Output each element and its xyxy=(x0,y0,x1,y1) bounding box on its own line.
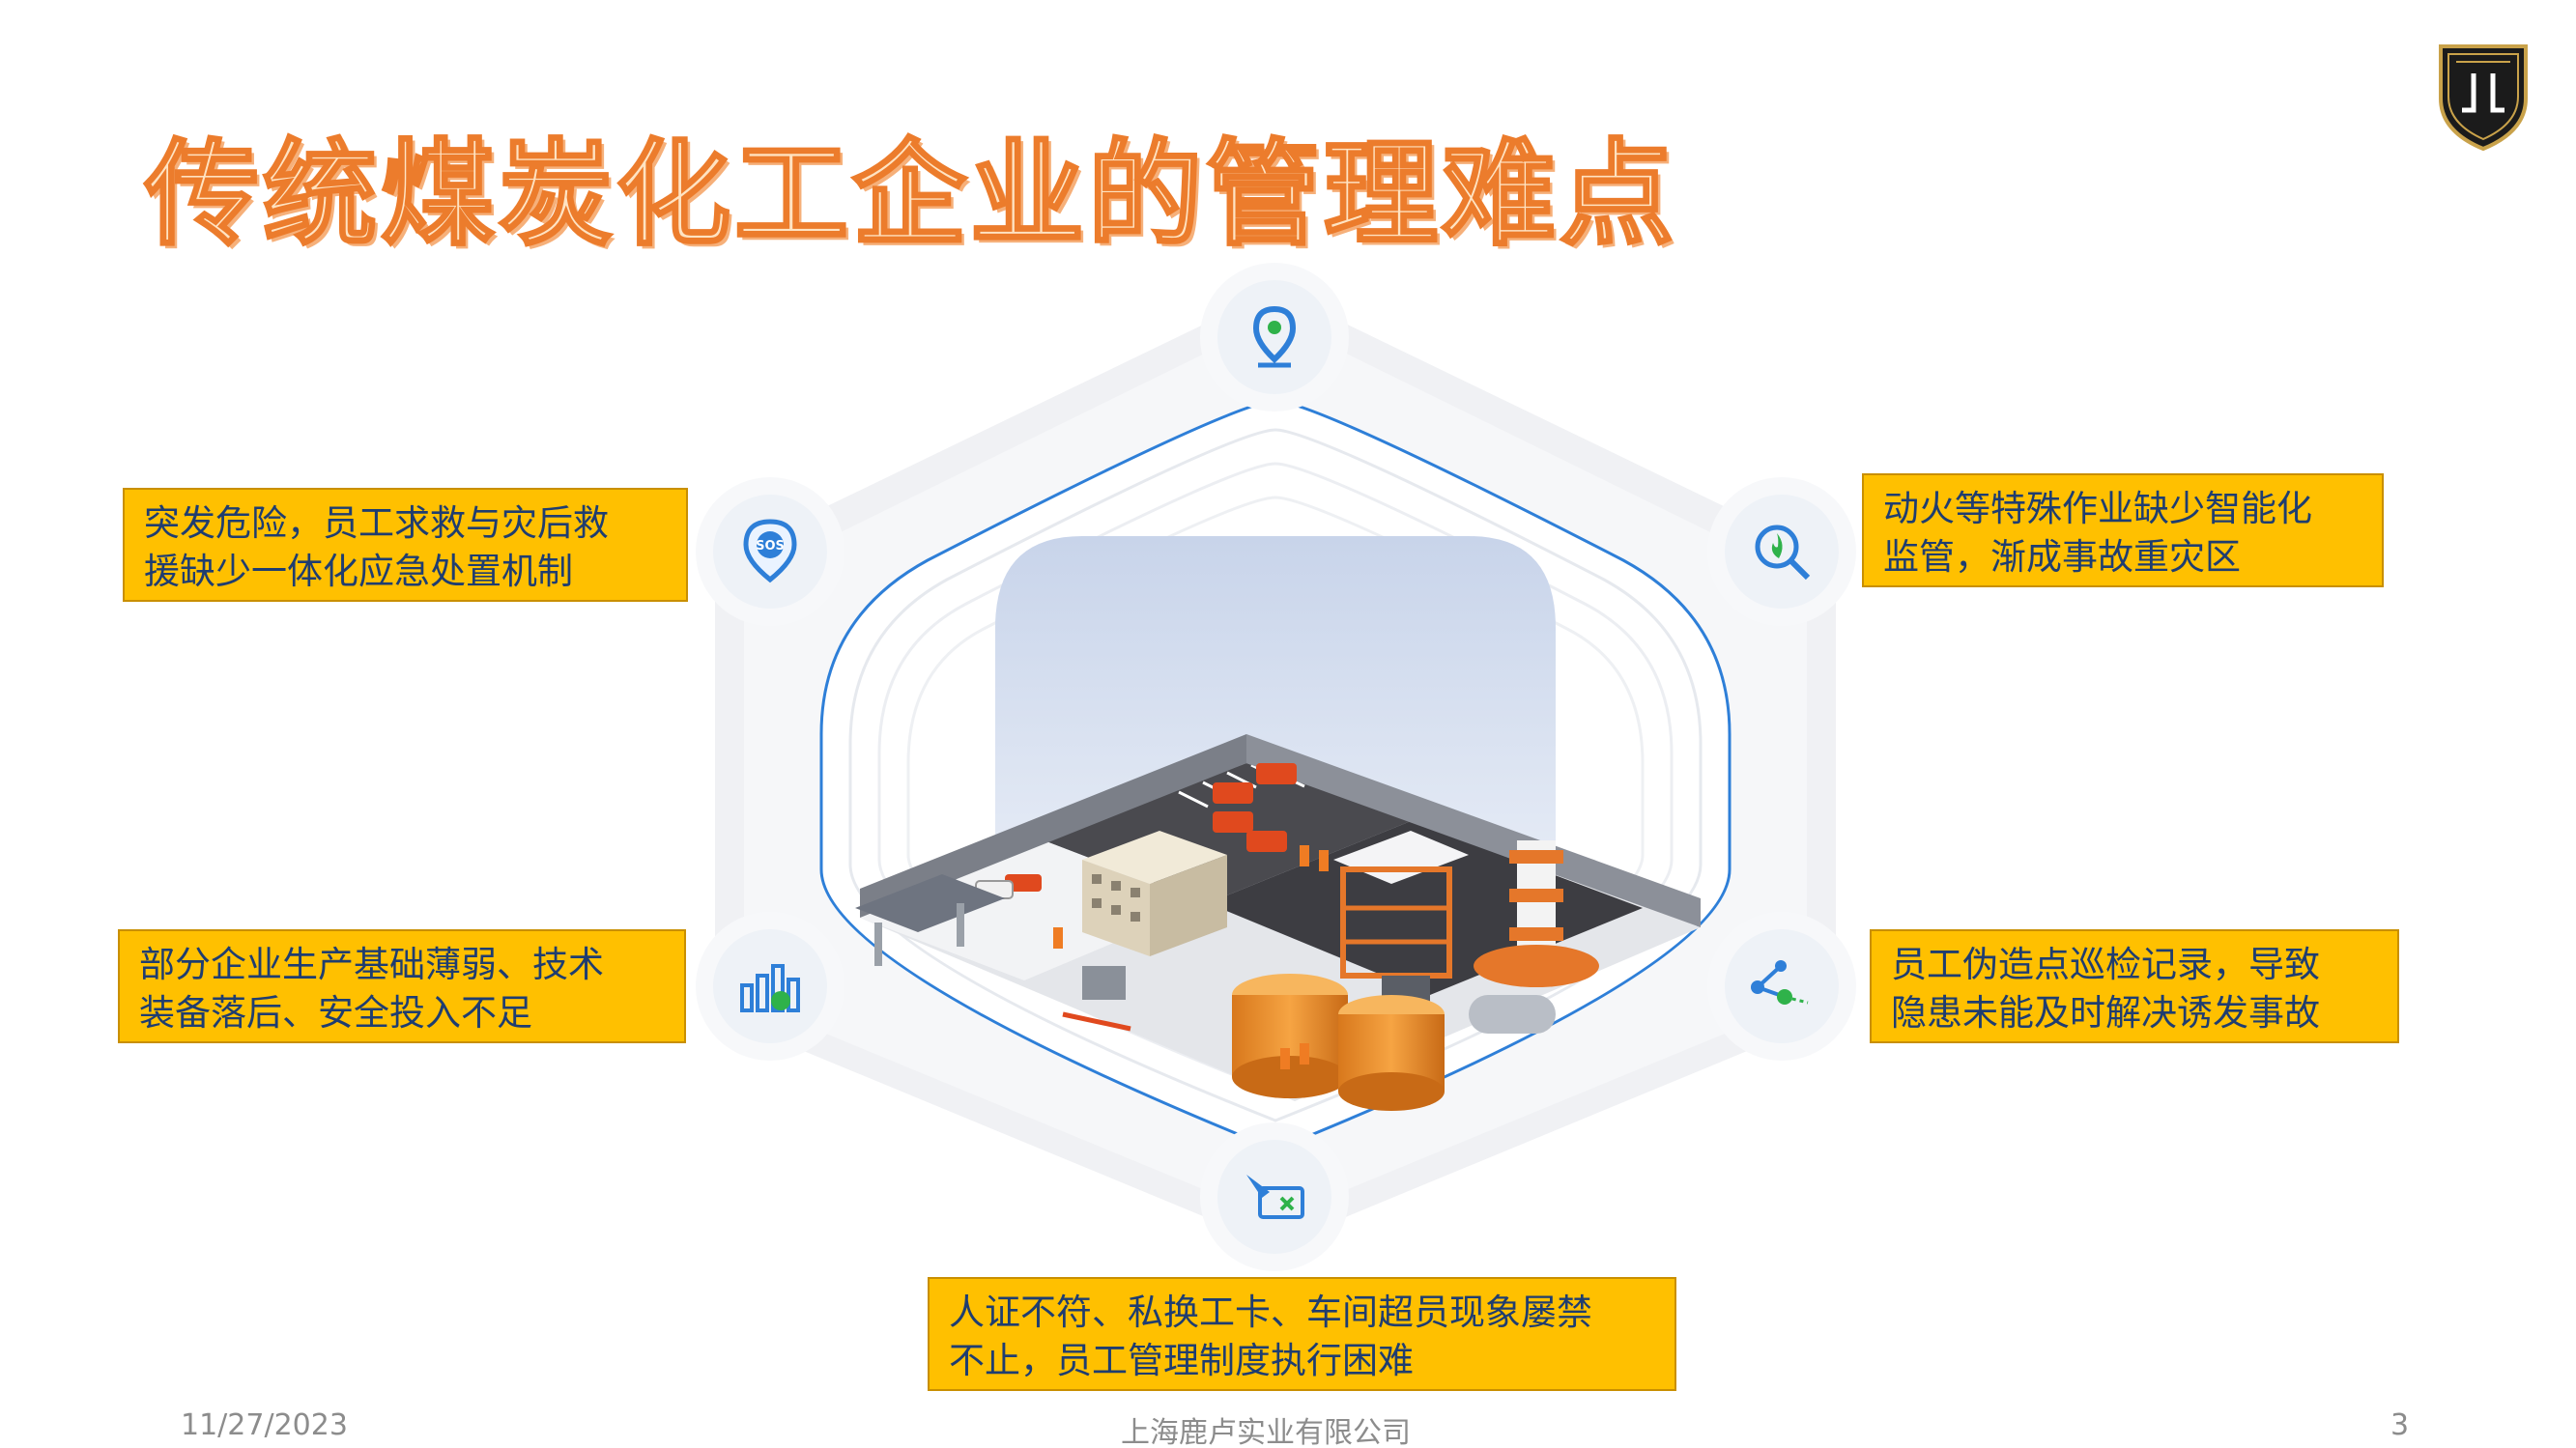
callout-weak-foundation: 部分企业生产基础薄弱、技术 装备落后、安全投入不足 xyxy=(118,929,686,1043)
callout-line: 突发危险，员工求救与灾后救 xyxy=(144,502,609,544)
callout-line: 人证不符、私换工卡、车间超员现象屡禁 xyxy=(949,1292,1592,1333)
callout-emergency-response: 突发危险，员工求救与灾后救 援缺少一体化应急处置机制 xyxy=(123,488,688,602)
callout-line: 员工伪造点巡检记录，导致 xyxy=(1891,944,2320,985)
callout-line: 装备落后、安全投入不足 xyxy=(139,992,532,1034)
footer-date: 11/27/2023 xyxy=(181,1408,348,1442)
network-nodes-icon xyxy=(1725,929,1839,1043)
footer-page-number: 3 xyxy=(2390,1408,2410,1442)
footer-company: 上海鹿卢实业有限公司 xyxy=(1121,1416,1411,1448)
callout-special-operations: 动火等特殊作业缺少智能化 监管，渐成事故重灾区 xyxy=(1862,473,2384,587)
callout-line: 部分企业生产基础薄弱、技术 xyxy=(139,944,604,985)
card-swipe-icon xyxy=(1217,1140,1331,1254)
callout-inspection-fraud: 员工伪造点巡检记录，导致 隐患未能及时解决诱发事故 xyxy=(1870,929,2399,1043)
chart-bars-icon xyxy=(713,929,827,1043)
callout-line: 监管，渐成事故重灾区 xyxy=(1883,536,2241,578)
sos-pin-icon: SOS xyxy=(713,495,827,609)
svg-text:SOS: SOS xyxy=(756,539,785,554)
slide-title: 传统煤炭化工企业的管理难点 xyxy=(143,127,1678,263)
callout-line: 援缺少一体化应急处置机制 xyxy=(144,551,573,592)
callout-line: 隐患未能及时解决诱发事故 xyxy=(1891,992,2320,1034)
callout-line: 不止，员工管理制度执行困难 xyxy=(949,1340,1414,1381)
callout-staff-management: 人证不符、私换工卡、车间超员现象屡禁 不止，员工管理制度执行困难 xyxy=(928,1277,1676,1391)
callout-line: 动火等特殊作业缺少智能化 xyxy=(1883,488,2312,529)
company-logo xyxy=(2439,44,2528,152)
fire-search-icon xyxy=(1725,495,1839,609)
location-pin-icon xyxy=(1217,280,1331,394)
